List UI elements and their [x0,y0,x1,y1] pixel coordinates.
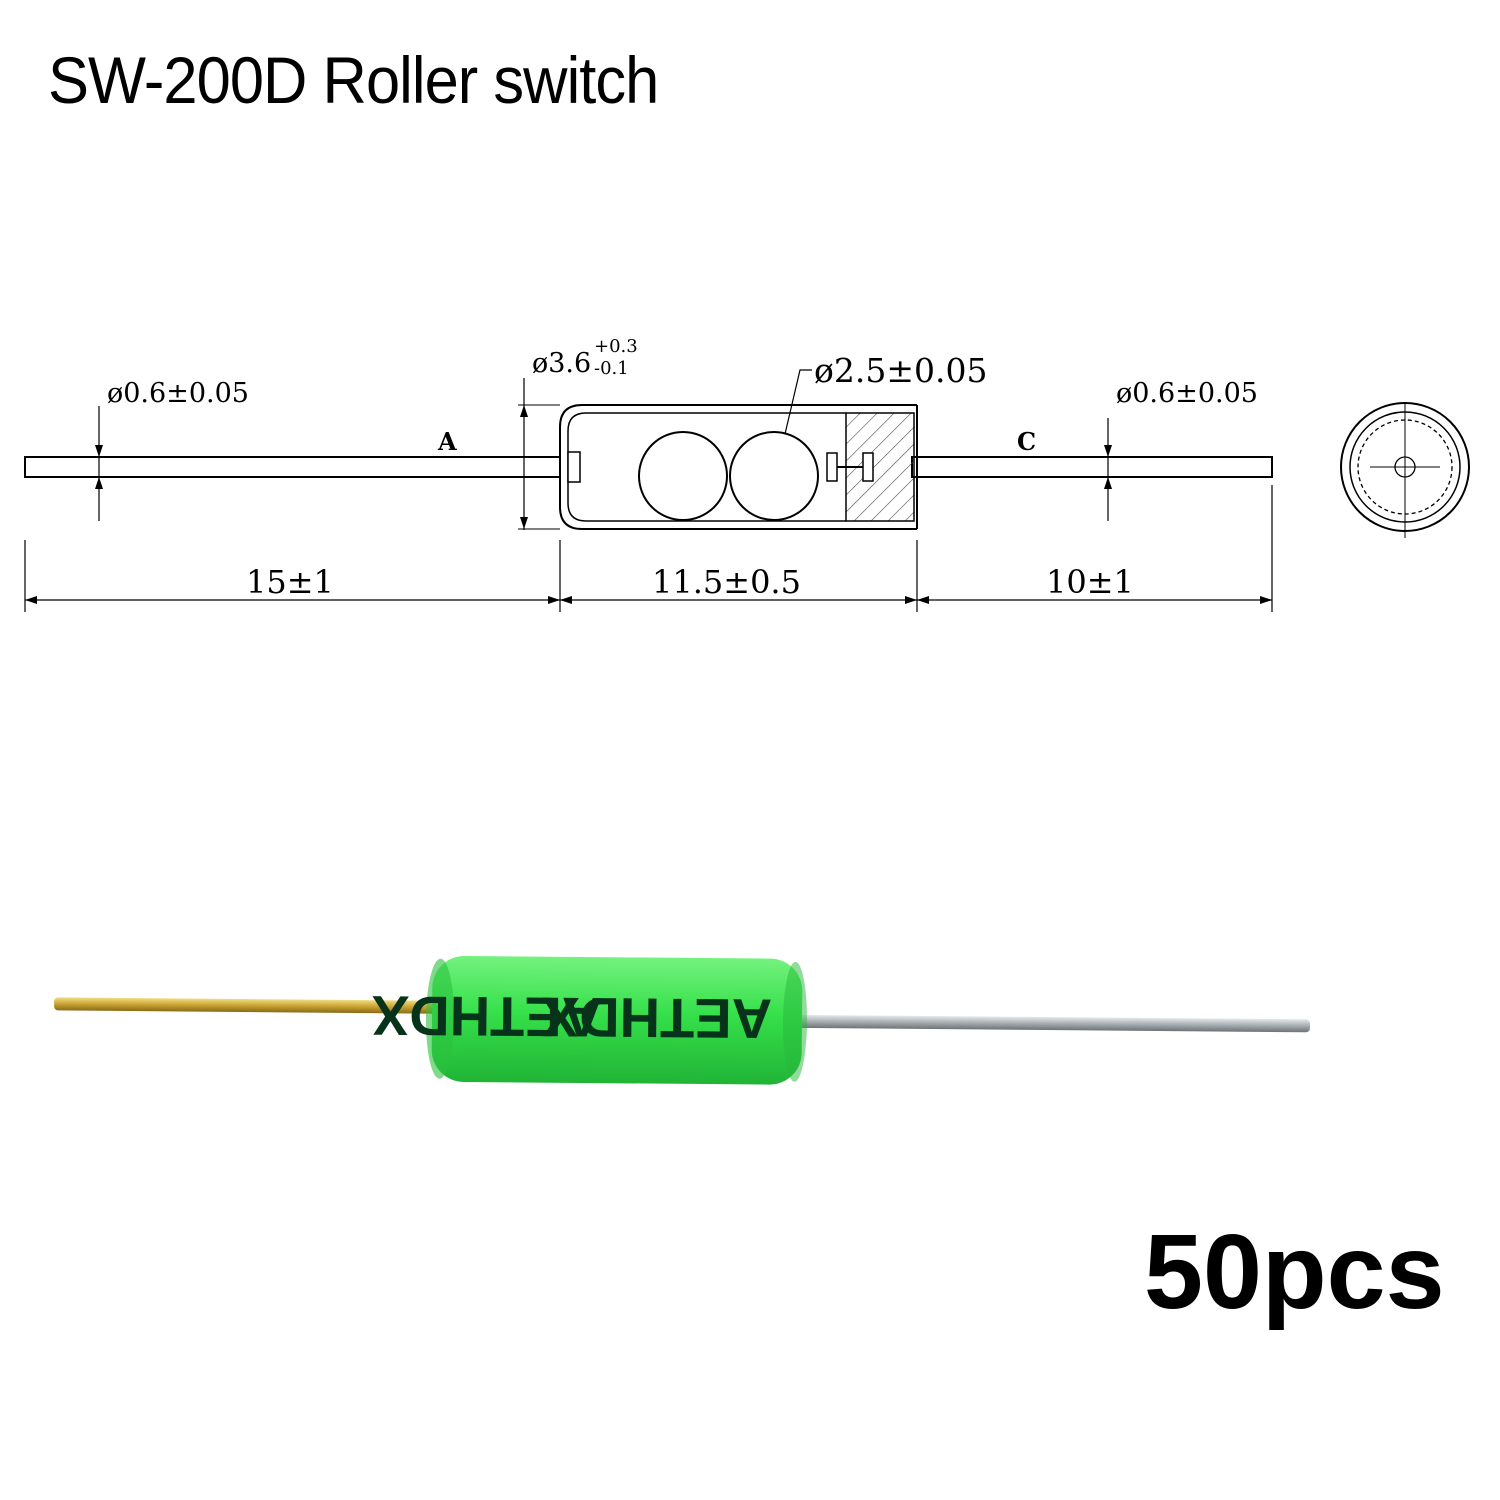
technical-drawing: A C ø0.6±0.05 ø0.6±0.05 ø3.6 +0.3 -0.1 ø… [24,336,1470,612]
lead-c-diameter: ø0.6±0.05 [1116,378,1258,409]
body-diameter: ø3.6 [532,348,591,379]
gold-pin [54,997,445,1014]
body-outer-outline [559,404,917,530]
contact-tab-left [567,451,581,483]
product-photo: AETHDX AETHDX [54,955,1310,1085]
steel-pin [789,1014,1310,1033]
roller-ball-right [729,431,819,521]
roller-ball-left [638,431,728,521]
ball-diameter: ø2.5±0.05 [814,351,987,390]
body-diameter-tol-lower: -0.1 [594,358,629,379]
lead-c-length: 10±1 [1046,563,1134,601]
body-length: 11.5±0.5 [652,563,801,601]
quantity-label: 50pcs [1144,1213,1445,1331]
body-marking-2: AETHDX [372,984,603,1049]
body-marking-1: AETHDX [542,986,773,1051]
lead-c-outline [911,456,1273,478]
switch-body [431,955,803,1085]
pin-a-label: A [437,427,457,456]
lead-a-length: 15±1 [246,563,334,601]
body-diameter-tol-upper: +0.3 [594,336,638,357]
lead-a-diameter: ø0.6±0.05 [107,378,249,409]
contact-tab-right-outer [826,452,838,482]
lead-a-outline [24,456,561,478]
end-view [1340,402,1470,538]
contact-tab-right-inner [862,452,874,482]
pin-c-label: C [1017,427,1036,456]
page-title: SW-200D Roller switch [48,43,659,117]
